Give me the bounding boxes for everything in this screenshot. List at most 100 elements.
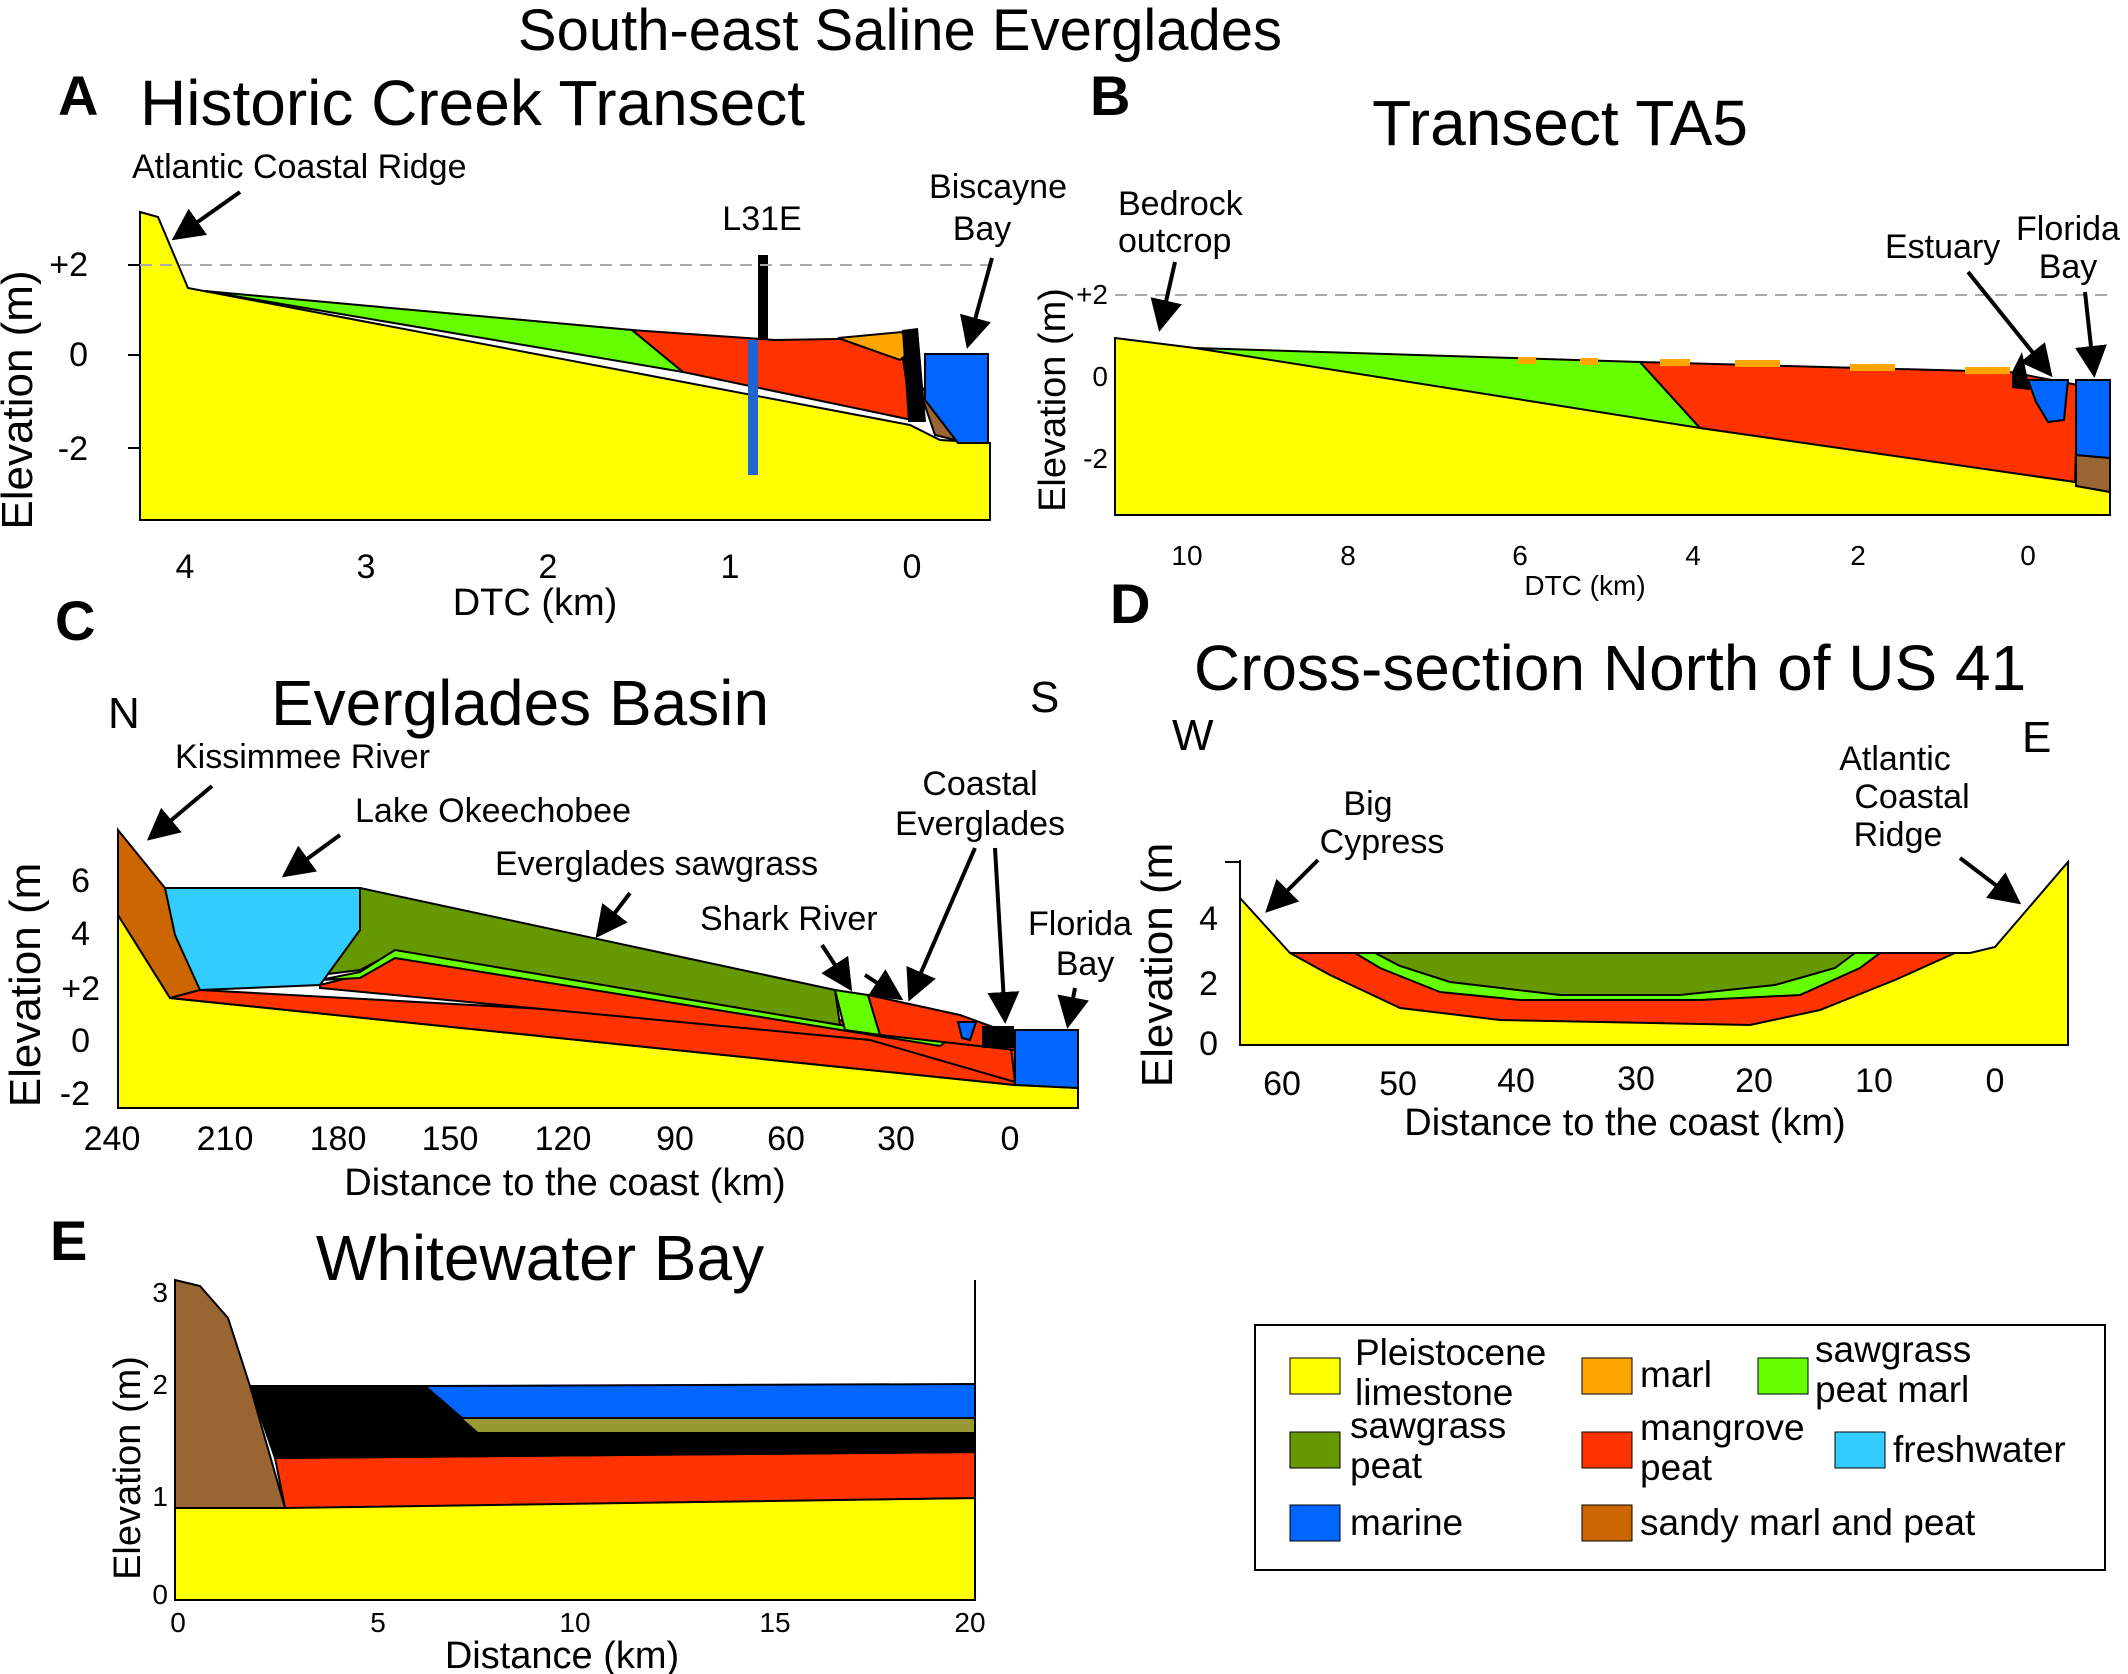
panel-e-ytick: 2 xyxy=(152,1369,168,1400)
panel-d-letter: D xyxy=(1110,572,1150,635)
panel-c-label-shark: Shark River xyxy=(700,900,878,938)
panel-d-sawgrass-peat xyxy=(1374,952,1858,996)
panel-b-xtick: 8 xyxy=(1340,540,1356,571)
panel-c-marine xyxy=(1014,1029,1079,1090)
legend-label-limestone: limestone xyxy=(1355,1372,1513,1413)
panel-a-xtick: 2 xyxy=(539,548,558,586)
panel-c-label-kissimmee: Kissimmee River xyxy=(175,738,430,776)
panel-c-ytick: 0 xyxy=(71,1022,90,1060)
panel-a-xtick: 3 xyxy=(357,548,376,586)
panel-c-ytick: 4 xyxy=(71,915,90,953)
panel-b-marl-lens xyxy=(1518,357,1536,364)
panel-c-xtick: 180 xyxy=(310,1120,367,1158)
panel-a-levee xyxy=(902,328,926,422)
panel-e-xtick: 15 xyxy=(759,1607,790,1638)
panel-a-arrow-ridge xyxy=(171,190,242,241)
panel-c-arrow-shark-1 xyxy=(820,943,853,992)
panel-c-label-sawgrass: Everglades sawgrass xyxy=(495,845,818,883)
panel-e-xtick: 0 xyxy=(170,1607,186,1638)
panel-c-ytick: -2 xyxy=(60,1075,90,1113)
panel-a-letter: A xyxy=(58,64,98,127)
panel-c-xtick: 60 xyxy=(767,1120,805,1158)
panel-e-ytick: 1 xyxy=(152,1481,168,1512)
panel-b-arrow-fbay xyxy=(2075,291,2107,378)
panel-d-west: W xyxy=(1172,711,1214,760)
panel-d-ytick: 2 xyxy=(1199,965,1218,1003)
legend-swatch-limestone xyxy=(1289,1357,1341,1395)
panel-b-marl-lens xyxy=(1735,360,1780,367)
legend-swatch-sandy-marl-peat xyxy=(1581,1504,1633,1542)
legend-label-freshwater: freshwater xyxy=(1893,1429,2066,1470)
panel-c-xtick: 150 xyxy=(422,1120,479,1158)
legend-label-marine: marine xyxy=(1350,1502,1463,1543)
panel-d-xtick: 50 xyxy=(1379,1065,1417,1103)
panel-e-xtick: 10 xyxy=(559,1607,590,1638)
panel-a-xtick: 1 xyxy=(721,548,740,586)
panel-b-xtick: 0 xyxy=(2020,540,2036,571)
panel-b-xtick: 10 xyxy=(1171,540,1202,571)
panel-b-title: Transect TA5 xyxy=(1372,87,1748,159)
panel-c-label-coastal: Everglades xyxy=(895,805,1065,843)
panel-a-xtick: 0 xyxy=(903,548,922,586)
panel-d-east: E xyxy=(2022,713,2051,762)
panel-d-xtick: 40 xyxy=(1497,1062,1535,1100)
panel-c-ylabel: Elevation (m xyxy=(1,863,50,1108)
panel-e-title: Whitewater Bay xyxy=(316,1222,764,1294)
panel-a-ytick: -2 xyxy=(58,430,88,468)
panel-e-ytick: 3 xyxy=(152,1277,168,1308)
panel-a-xlabel: DTC (km) xyxy=(453,582,618,624)
panel-d-ylabel: Elevation (m xyxy=(1133,843,1182,1088)
panel-c-xtick: 30 xyxy=(877,1120,915,1158)
panel-c-north: N xyxy=(108,689,140,738)
panel-d-label-ridge: Ridge xyxy=(1854,816,1943,854)
panel-b-label-estuary: Estuary xyxy=(1885,228,2000,266)
panel-b-arrow-estuary xyxy=(1966,270,2053,378)
panel-c-label-coastal: Coastal xyxy=(922,765,1037,803)
panel-c-title: Everglades Basin xyxy=(271,667,769,739)
panel-b-arrow-bedrock xyxy=(1150,261,1182,332)
panel-a-l31e-canal xyxy=(748,340,758,475)
panel-c-letter: C xyxy=(55,589,95,652)
panel-b: B Transect TA5 +2 0 -2 Elevation (m) 10 … xyxy=(1032,64,2120,601)
legend-label-sawgrass-peat-marl: sawgrass xyxy=(1815,1329,1971,1370)
panel-b-ytick: 0 xyxy=(1092,361,1108,392)
panel-a-ylabel: Elevation (m) xyxy=(0,270,42,529)
legend-label-sawgrass-peat-marl: peat marl xyxy=(1815,1369,1969,1410)
panel-b-marl-lens xyxy=(1850,364,1895,371)
panel-e: E Whitewater Bay 3 2 1 0 Elevation (m) 0… xyxy=(50,1209,986,1674)
panel-d-arrow-ridge xyxy=(1958,856,2022,905)
panel-d-xtick: 0 xyxy=(1986,1062,2005,1100)
legend-label-sawgrass-peat: peat xyxy=(1350,1445,1423,1486)
legend-swatch-marine xyxy=(1289,1504,1341,1542)
panel-c-xtick: 0 xyxy=(1001,1120,1020,1158)
panel-d-xlabel: Distance to the coast (km) xyxy=(1404,1102,1845,1144)
panel-b-marl-lens xyxy=(1965,367,2010,374)
legend-label-marl: marl xyxy=(1640,1354,1712,1395)
panel-a-limestone xyxy=(139,210,991,521)
panel-b-marl-lenses xyxy=(1518,357,2010,374)
panel-a-marine xyxy=(924,353,989,444)
legend-label-limestone: Pleistocene xyxy=(1355,1332,1546,1373)
panel-c-ytick: 6 xyxy=(71,862,90,900)
panel-d-title: Cross-section North of US 41 xyxy=(1194,632,2026,704)
panel-b-xlabel: DTC (km) xyxy=(1524,570,1645,601)
panel-e-marine xyxy=(422,1382,976,1419)
panel-e-olive xyxy=(462,1418,975,1432)
panel-a-label-bay: Bay xyxy=(953,210,1012,248)
panel-e-mangrove-peat xyxy=(273,1450,976,1510)
panel-a-label-l31e: L31E xyxy=(722,200,801,238)
panel-a-xtick: 4 xyxy=(176,548,195,586)
panel-b-label-fbay: Bay xyxy=(2039,248,2098,286)
panel-c-arrow-sawgrass xyxy=(595,891,632,939)
panel-d-label-bigcypress: Cypress xyxy=(1320,823,1445,861)
panel-e-xtick: 20 xyxy=(954,1607,985,1638)
panel-c-label-okeechobee: Lake Okeechobee xyxy=(355,792,631,830)
panel-a-ytick: +2 xyxy=(49,246,88,284)
panel-e-ylabel: Elevation (m) xyxy=(107,1356,149,1580)
panel-b-xtick: 4 xyxy=(1685,540,1701,571)
legend-swatch-sawgrass-peat xyxy=(1289,1431,1341,1469)
panel-a-arrow-bay xyxy=(960,257,994,349)
panel-c-xtick: 120 xyxy=(535,1120,592,1158)
panel-c-xtick: 90 xyxy=(656,1120,694,1158)
